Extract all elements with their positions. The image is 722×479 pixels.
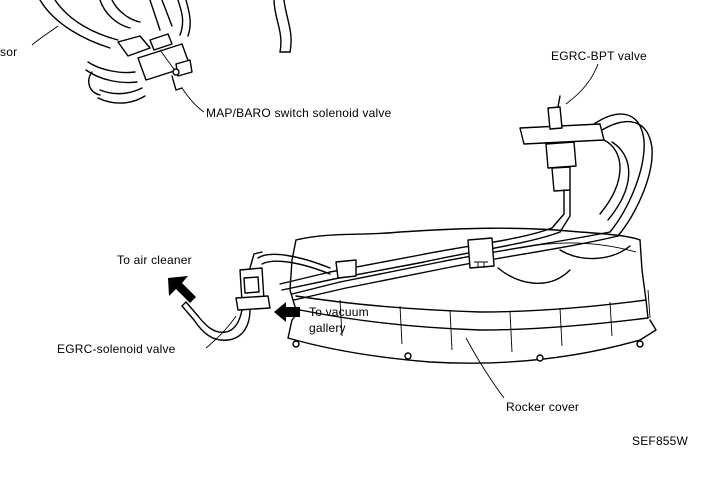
egrc-solenoid-valve-label: EGRC-solenoid valve bbox=[57, 342, 176, 356]
egrc-solenoid-valve bbox=[181, 251, 271, 349]
vacuum-pipe-bundle bbox=[257, 227, 619, 301]
rocker-cover bbox=[287, 227, 657, 399]
flow-arrows bbox=[168, 276, 300, 322]
to-vacuum-label-line2: gallery bbox=[309, 321, 346, 335]
egrc-bpt-valve bbox=[519, 63, 653, 237]
egrc-bpt-valve-label: EGRC-BPT valve bbox=[551, 49, 647, 63]
map-baro-valve-label: MAP/BARO switch solenoid valve bbox=[206, 106, 392, 120]
intake-assembly bbox=[31, 0, 292, 104]
rocker-cover-label: Rocker cover bbox=[506, 400, 580, 414]
arrow-from-vacuum-gallery bbox=[274, 302, 300, 322]
to-vacuum-label-line1: To vacuum bbox=[309, 305, 369, 319]
figure-code: SEF855W bbox=[632, 434, 689, 448]
sensor-label-fragment: sor bbox=[0, 45, 18, 59]
to-air-cleaner-label: To air cleaner bbox=[117, 253, 192, 267]
arrow-to-air-cleaner bbox=[168, 276, 196, 303]
